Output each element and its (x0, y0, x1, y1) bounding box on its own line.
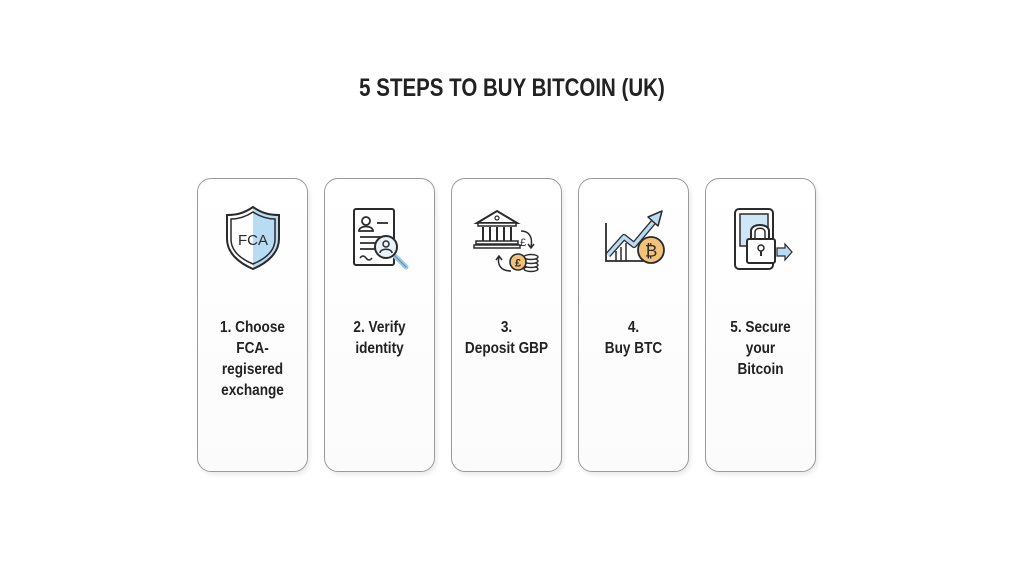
step-card-1: FCA 1. Choose FCA- regisered exchange (197, 178, 308, 472)
fca-shield-icon: FCA (213, 201, 293, 275)
step-label-2: 2. Verify identity (333, 317, 426, 359)
step-label-4: 4. Buy BTC (587, 317, 680, 359)
step-2-line-2: identity (355, 340, 404, 357)
step-label-3: 3. Deposit GBP (460, 317, 553, 359)
step-2-line-1: 2. Verify (353, 319, 406, 336)
bank-pound-transfer-icon: £ £ (467, 201, 547, 275)
step-3-line-2: Deposit GBP (464, 340, 549, 357)
step-4-line-1: 4. (627, 319, 640, 336)
wallet-lock-icon (721, 201, 801, 275)
step-card-4: ₿ 4. Buy BTC (578, 178, 689, 472)
step-1-line-2: regisered (221, 361, 284, 378)
id-document-search-icon (340, 201, 420, 275)
step-card-3: £ £ 3. Deposit GBP (451, 178, 562, 472)
step-label-5: 5. Secure your Bitcoin (714, 317, 807, 380)
step-label-1: 1. Choose FCA- regisered exchange (206, 317, 299, 401)
step-1-line-1: 1. Choose FCA- (220, 319, 285, 357)
step-5-line-3: Bitcoin (737, 361, 784, 378)
step-4-line-2: Buy BTC (604, 340, 663, 357)
svg-text:£: £ (514, 258, 520, 270)
step-3-line-1: 3. (500, 319, 513, 336)
step-card-2: 2. Verify identity (324, 178, 435, 472)
bitcoin-growth-chart-icon: ₿ (594, 201, 674, 275)
page-title: 5 STEPS TO BUY BITCOIN (UK) (359, 74, 665, 102)
step-5-line-1: 5. Secure (730, 319, 791, 336)
svg-text:£: £ (520, 237, 526, 249)
svg-text:₿: ₿ (644, 242, 657, 262)
step-1-line-3: exchange (221, 382, 284, 399)
svg-text:FCA: FCA (238, 232, 268, 249)
step-5-line-2: your (745, 340, 776, 357)
step-card-5: 5. Secure your Bitcoin (705, 178, 816, 472)
